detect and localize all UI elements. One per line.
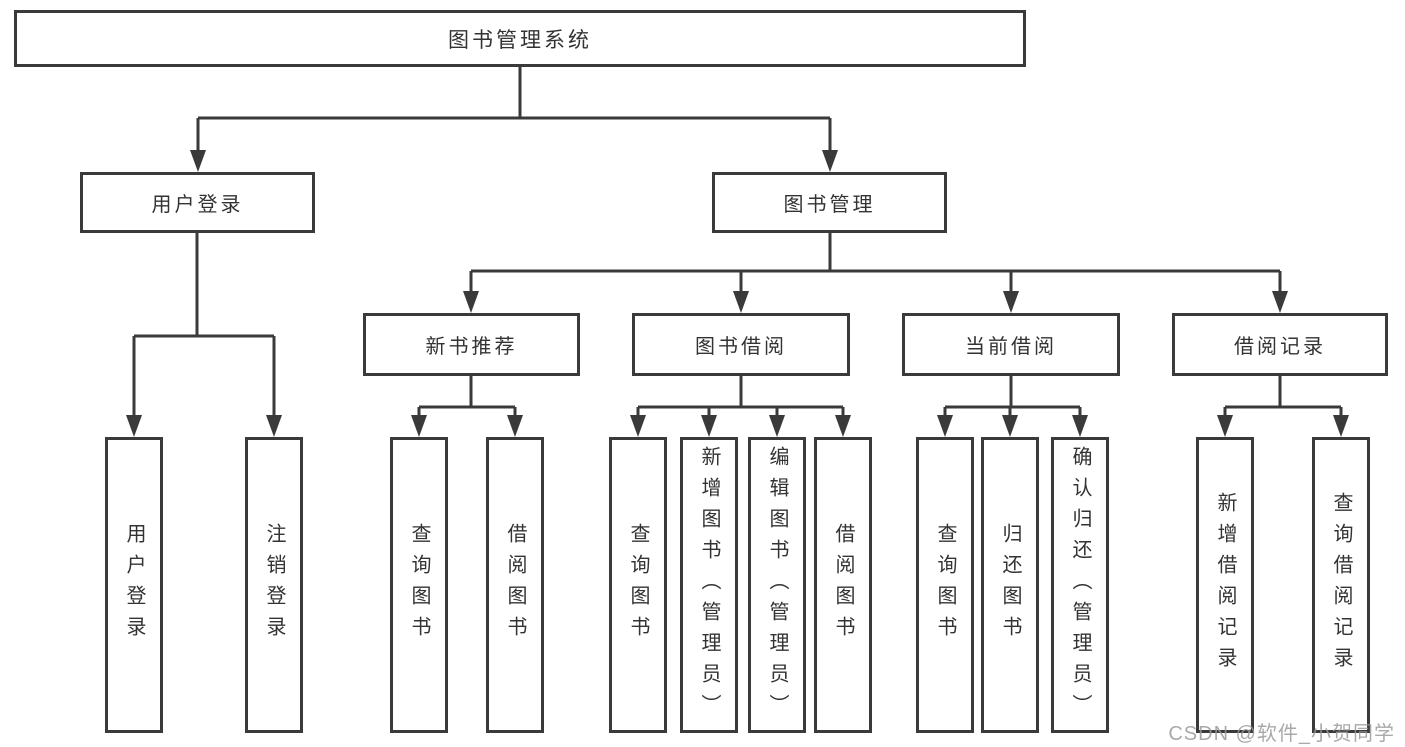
arrow-down-icon — [822, 150, 838, 172]
leaf-current-query-books: 查询图书 — [916, 437, 974, 733]
arrow-down-icon — [1072, 415, 1088, 437]
connector-book-management-children — [463, 233, 1288, 313]
arrow-down-icon — [769, 415, 785, 437]
node-book-management: 图书管理 — [712, 172, 947, 233]
leaf-return-books: 归还图书 — [981, 437, 1039, 733]
leaf-user-login: 用户登录 — [105, 437, 163, 733]
connector-borrowing-records-children — [1217, 376, 1349, 437]
arrow-down-icon — [411, 415, 427, 437]
leaf-add-borrow-record: 新增借阅记录 — [1196, 437, 1254, 733]
arrow-down-icon — [1272, 291, 1288, 313]
arrow-down-icon — [266, 415, 282, 437]
arrow-down-icon — [126, 415, 142, 437]
leaf-recommend-borrow-books: 借阅图书 — [486, 437, 544, 733]
arrow-down-icon — [1002, 415, 1018, 437]
arrow-down-icon — [1333, 415, 1349, 437]
arrow-down-icon — [190, 150, 206, 172]
csdn-watermark: CSDN @软件_小贺同学 — [1168, 723, 1395, 745]
connector-root-to-level2 — [190, 67, 838, 172]
connector-current-borrowing-children — [937, 376, 1088, 437]
leaf-query-borrow-record: 查询借阅记录 — [1312, 437, 1370, 733]
node-borrowing-records: 借阅记录 — [1172, 313, 1388, 376]
arrow-down-icon — [507, 415, 523, 437]
leaf-add-books-admin: 新增图书（管理员） — [680, 437, 738, 733]
leaf-edit-books-admin: 编辑图书（管理员） — [748, 437, 806, 733]
connector-new-book-recommend-children — [411, 376, 523, 437]
arrow-down-icon — [733, 291, 749, 313]
node-current-borrowing: 当前借阅 — [902, 313, 1120, 376]
leaf-borrowing-query-books: 查询图书 — [609, 437, 667, 733]
leaf-logout: 注销登录 — [245, 437, 303, 733]
arrow-down-icon — [630, 415, 646, 437]
node-user-login: 用户登录 — [80, 172, 315, 233]
arrow-down-icon — [835, 415, 851, 437]
node-book-borrowing: 图书借阅 — [632, 313, 850, 376]
leaf-borrowing-borrow-books: 借阅图书 — [814, 437, 872, 733]
node-new-book-recommend: 新书推荐 — [363, 313, 580, 376]
arrow-down-icon — [1003, 291, 1019, 313]
arrow-down-icon — [937, 415, 953, 437]
node-library-system: 图书管理系统 — [14, 10, 1026, 67]
leaf-confirm-return-admin: 确认归还（管理员） — [1051, 437, 1109, 733]
connector-book-borrowing-children — [630, 376, 851, 437]
arrow-down-icon — [463, 291, 479, 313]
connector-user-login-children — [126, 233, 282, 437]
leaf-recommend-query-books: 查询图书 — [390, 437, 448, 733]
arrow-down-icon — [1217, 415, 1233, 437]
arrow-down-icon — [701, 415, 717, 437]
